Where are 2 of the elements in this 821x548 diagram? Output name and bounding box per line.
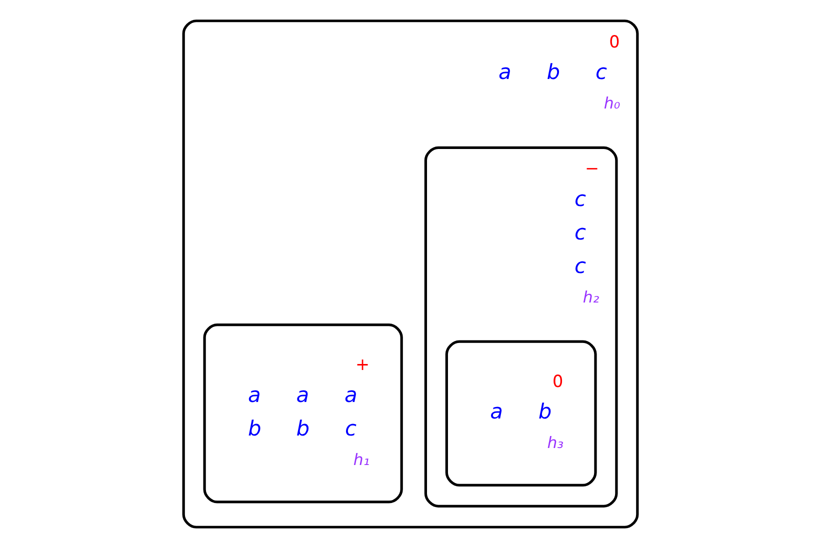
node-box: + a a a b b c h₁ bbox=[203, 324, 403, 504]
node-box: 0 a b h₃ bbox=[445, 340, 597, 486]
